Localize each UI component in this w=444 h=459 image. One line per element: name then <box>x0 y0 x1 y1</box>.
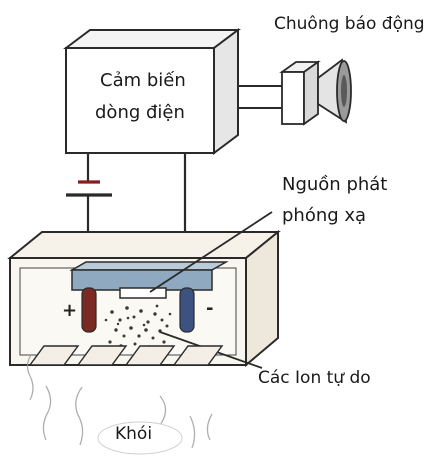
alarm-label: Chuông báo động <box>274 14 425 34</box>
negative-electrode <box>179 287 195 333</box>
plus-sign: + <box>62 300 78 321</box>
sensor-label-line1: Cảm biến <box>100 70 186 91</box>
smoke-label-bubble <box>97 421 183 455</box>
alarm-bell-icon <box>279 58 352 126</box>
ions-label: Các Ion tự do <box>258 368 371 388</box>
smoke-label: Khói <box>115 424 153 444</box>
source-label-line1: Nguồn phát <box>282 174 388 195</box>
radioactive-source-pointer <box>149 211 273 293</box>
battery-icon <box>66 180 112 197</box>
vent-slats <box>28 345 224 366</box>
current-sensor-box <box>63 28 241 155</box>
positive-electrode <box>81 287 97 333</box>
source-label-line2: phóng xạ <box>282 205 367 226</box>
minus-sign: - <box>206 298 214 319</box>
sensor-label-line2: dòng điện <box>95 102 185 123</box>
